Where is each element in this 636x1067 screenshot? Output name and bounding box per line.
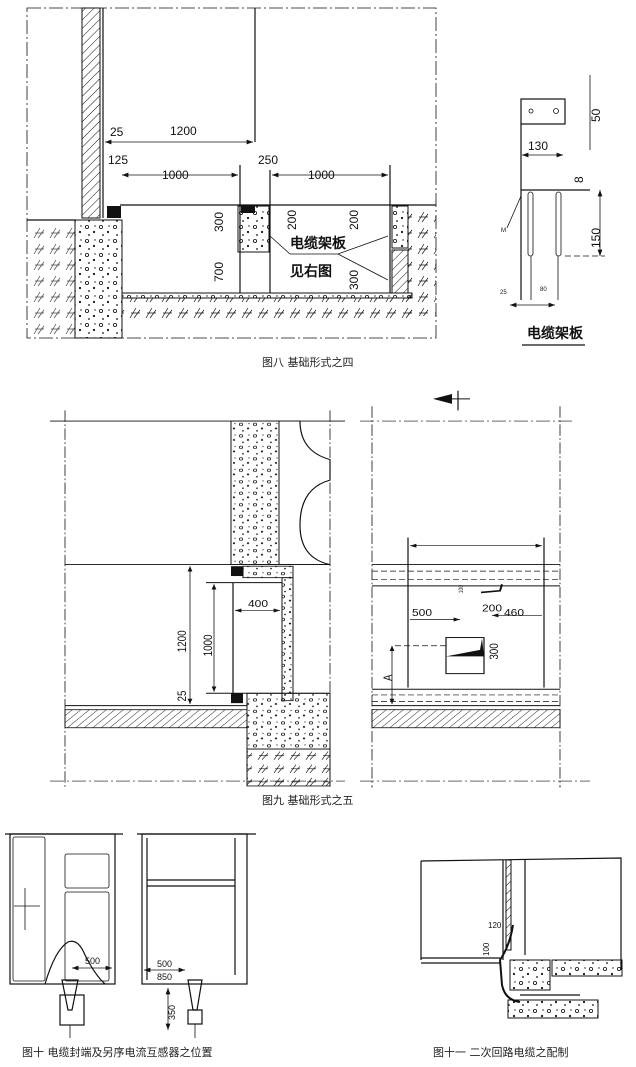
bracket-dim-150: 150	[589, 228, 603, 248]
dim-700: 700	[212, 262, 226, 282]
dim-125: 125	[108, 153, 128, 167]
dim-300-lower: 300	[347, 270, 361, 290]
dim-200: 200	[482, 603, 502, 614]
bracket-dim-8: 8	[572, 176, 586, 183]
dim-500-left: 500	[85, 956, 100, 966]
dim-200-right: 200	[347, 210, 361, 230]
dim-460: 460	[504, 608, 524, 619]
figure-8-dimensions: 25 1200 125 250 1000 1000 300 700 200 20…	[105, 124, 389, 290]
dim-100: 100	[482, 942, 491, 956]
dim-400: 400	[248, 599, 268, 610]
figure-9: 1200 1000 400 25 500 200 460 100 300 A	[50, 390, 590, 788]
dim-a: A	[382, 674, 395, 681]
dim-1000-left: 1000	[162, 168, 189, 182]
bracket-dim-130: 130	[528, 139, 548, 153]
dim-1000-right: 1000	[308, 168, 335, 182]
dim-1200: 1200	[176, 630, 189, 652]
dim-300-upper: 300	[212, 212, 226, 232]
dim-350: 350	[167, 1005, 177, 1020]
dim-25: 25	[176, 691, 189, 702]
figure-11-caption: 图十一 二次回路电缆之配制	[433, 1045, 569, 1059]
see-right-callout: 见右图	[290, 263, 332, 280]
dim-25: 25	[110, 125, 124, 139]
bracket-dim-50: 50	[589, 108, 603, 122]
dim-100: 100	[459, 585, 466, 593]
figure-8	[26, 7, 437, 339]
dim-250: 250	[258, 153, 278, 167]
dim-300: 300	[488, 643, 501, 659]
figure-8-caption: 图八 基础形式之四	[262, 355, 354, 369]
dim-1000: 1000	[202, 635, 215, 657]
figure-10: 500 500 850 350	[5, 833, 256, 1038]
bracket-dim-80: 80	[540, 287, 547, 293]
dim-850: 850	[157, 972, 172, 982]
wall-hatch	[81, 7, 101, 219]
dim-1200: 1200	[170, 124, 197, 138]
frame	[26, 7, 437, 339]
dim-500-right: 500	[157, 959, 172, 969]
cable-tray-bracket-detail: 50 130 8 150 M 25 80 电缆架板	[500, 75, 605, 346]
bracket-dim-25: 25	[500, 290, 507, 296]
dim-500: 500	[412, 608, 432, 619]
figure-10-caption: 图十 电缆封端及另序电流互感器之位置	[22, 1045, 213, 1059]
bracket-label-m: M	[501, 228, 506, 234]
bracket-title: 电缆架板	[527, 325, 584, 342]
cable-tray-callout: 电缆架板	[290, 235, 347, 252]
figure-11: 120 100	[420, 857, 623, 1019]
trench-floor	[121, 292, 413, 299]
dim-120: 120	[488, 921, 502, 930]
concrete-column	[74, 219, 123, 339]
figure-9-caption: 图九 基础形式之五	[262, 793, 354, 807]
dim-200-left: 200	[285, 210, 299, 230]
